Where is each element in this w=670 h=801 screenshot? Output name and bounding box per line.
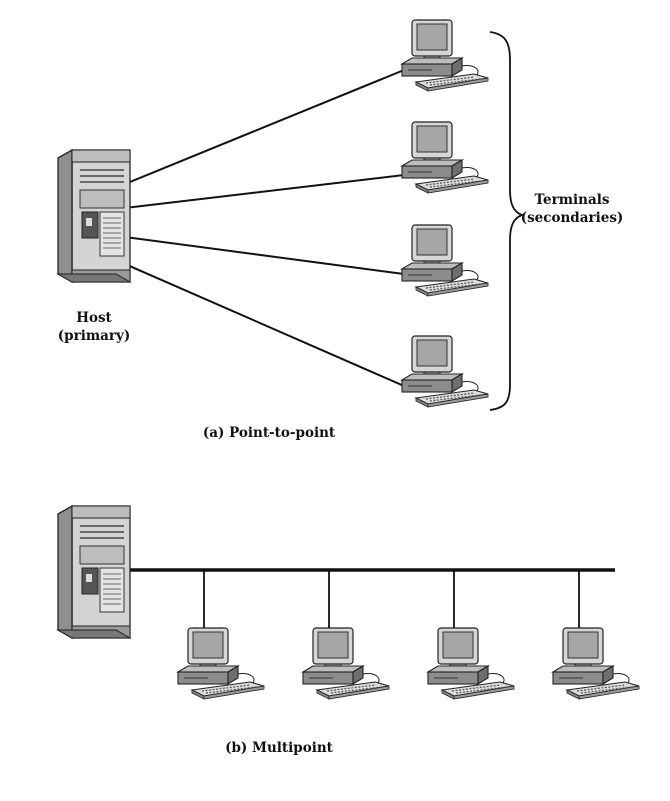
host-label: Host	[76, 310, 112, 326]
link-line	[124, 263, 405, 387]
terminal-icon	[302, 627, 390, 700]
host-sublabel: (primary)	[58, 328, 130, 344]
multipoint-caption: (b) Multipoint	[225, 740, 334, 756]
terminal-icon	[401, 19, 489, 92]
host-server-icon	[57, 149, 131, 283]
terminal-icon	[401, 224, 489, 297]
terminal-icon	[401, 121, 489, 194]
point-to-point-caption: (a) Point-to-point	[203, 425, 336, 441]
point-to-point-section: Host (primary) Terminals (secondaries) (…	[57, 19, 624, 441]
terminal-icon	[177, 627, 265, 700]
terminals-label: Terminals	[535, 192, 610, 208]
terminal-icon	[401, 335, 489, 408]
link-line	[124, 174, 405, 209]
link-line	[124, 236, 405, 275]
multipoint-section: (b) Multipoint	[57, 505, 640, 756]
link-line	[124, 69, 405, 185]
terminals-sublabel: (secondaries)	[521, 210, 624, 226]
terminal-icon	[552, 627, 640, 700]
terminal-icon	[427, 627, 515, 700]
host-server-icon	[57, 505, 131, 639]
terminals-brace-icon	[489, 31, 525, 411]
